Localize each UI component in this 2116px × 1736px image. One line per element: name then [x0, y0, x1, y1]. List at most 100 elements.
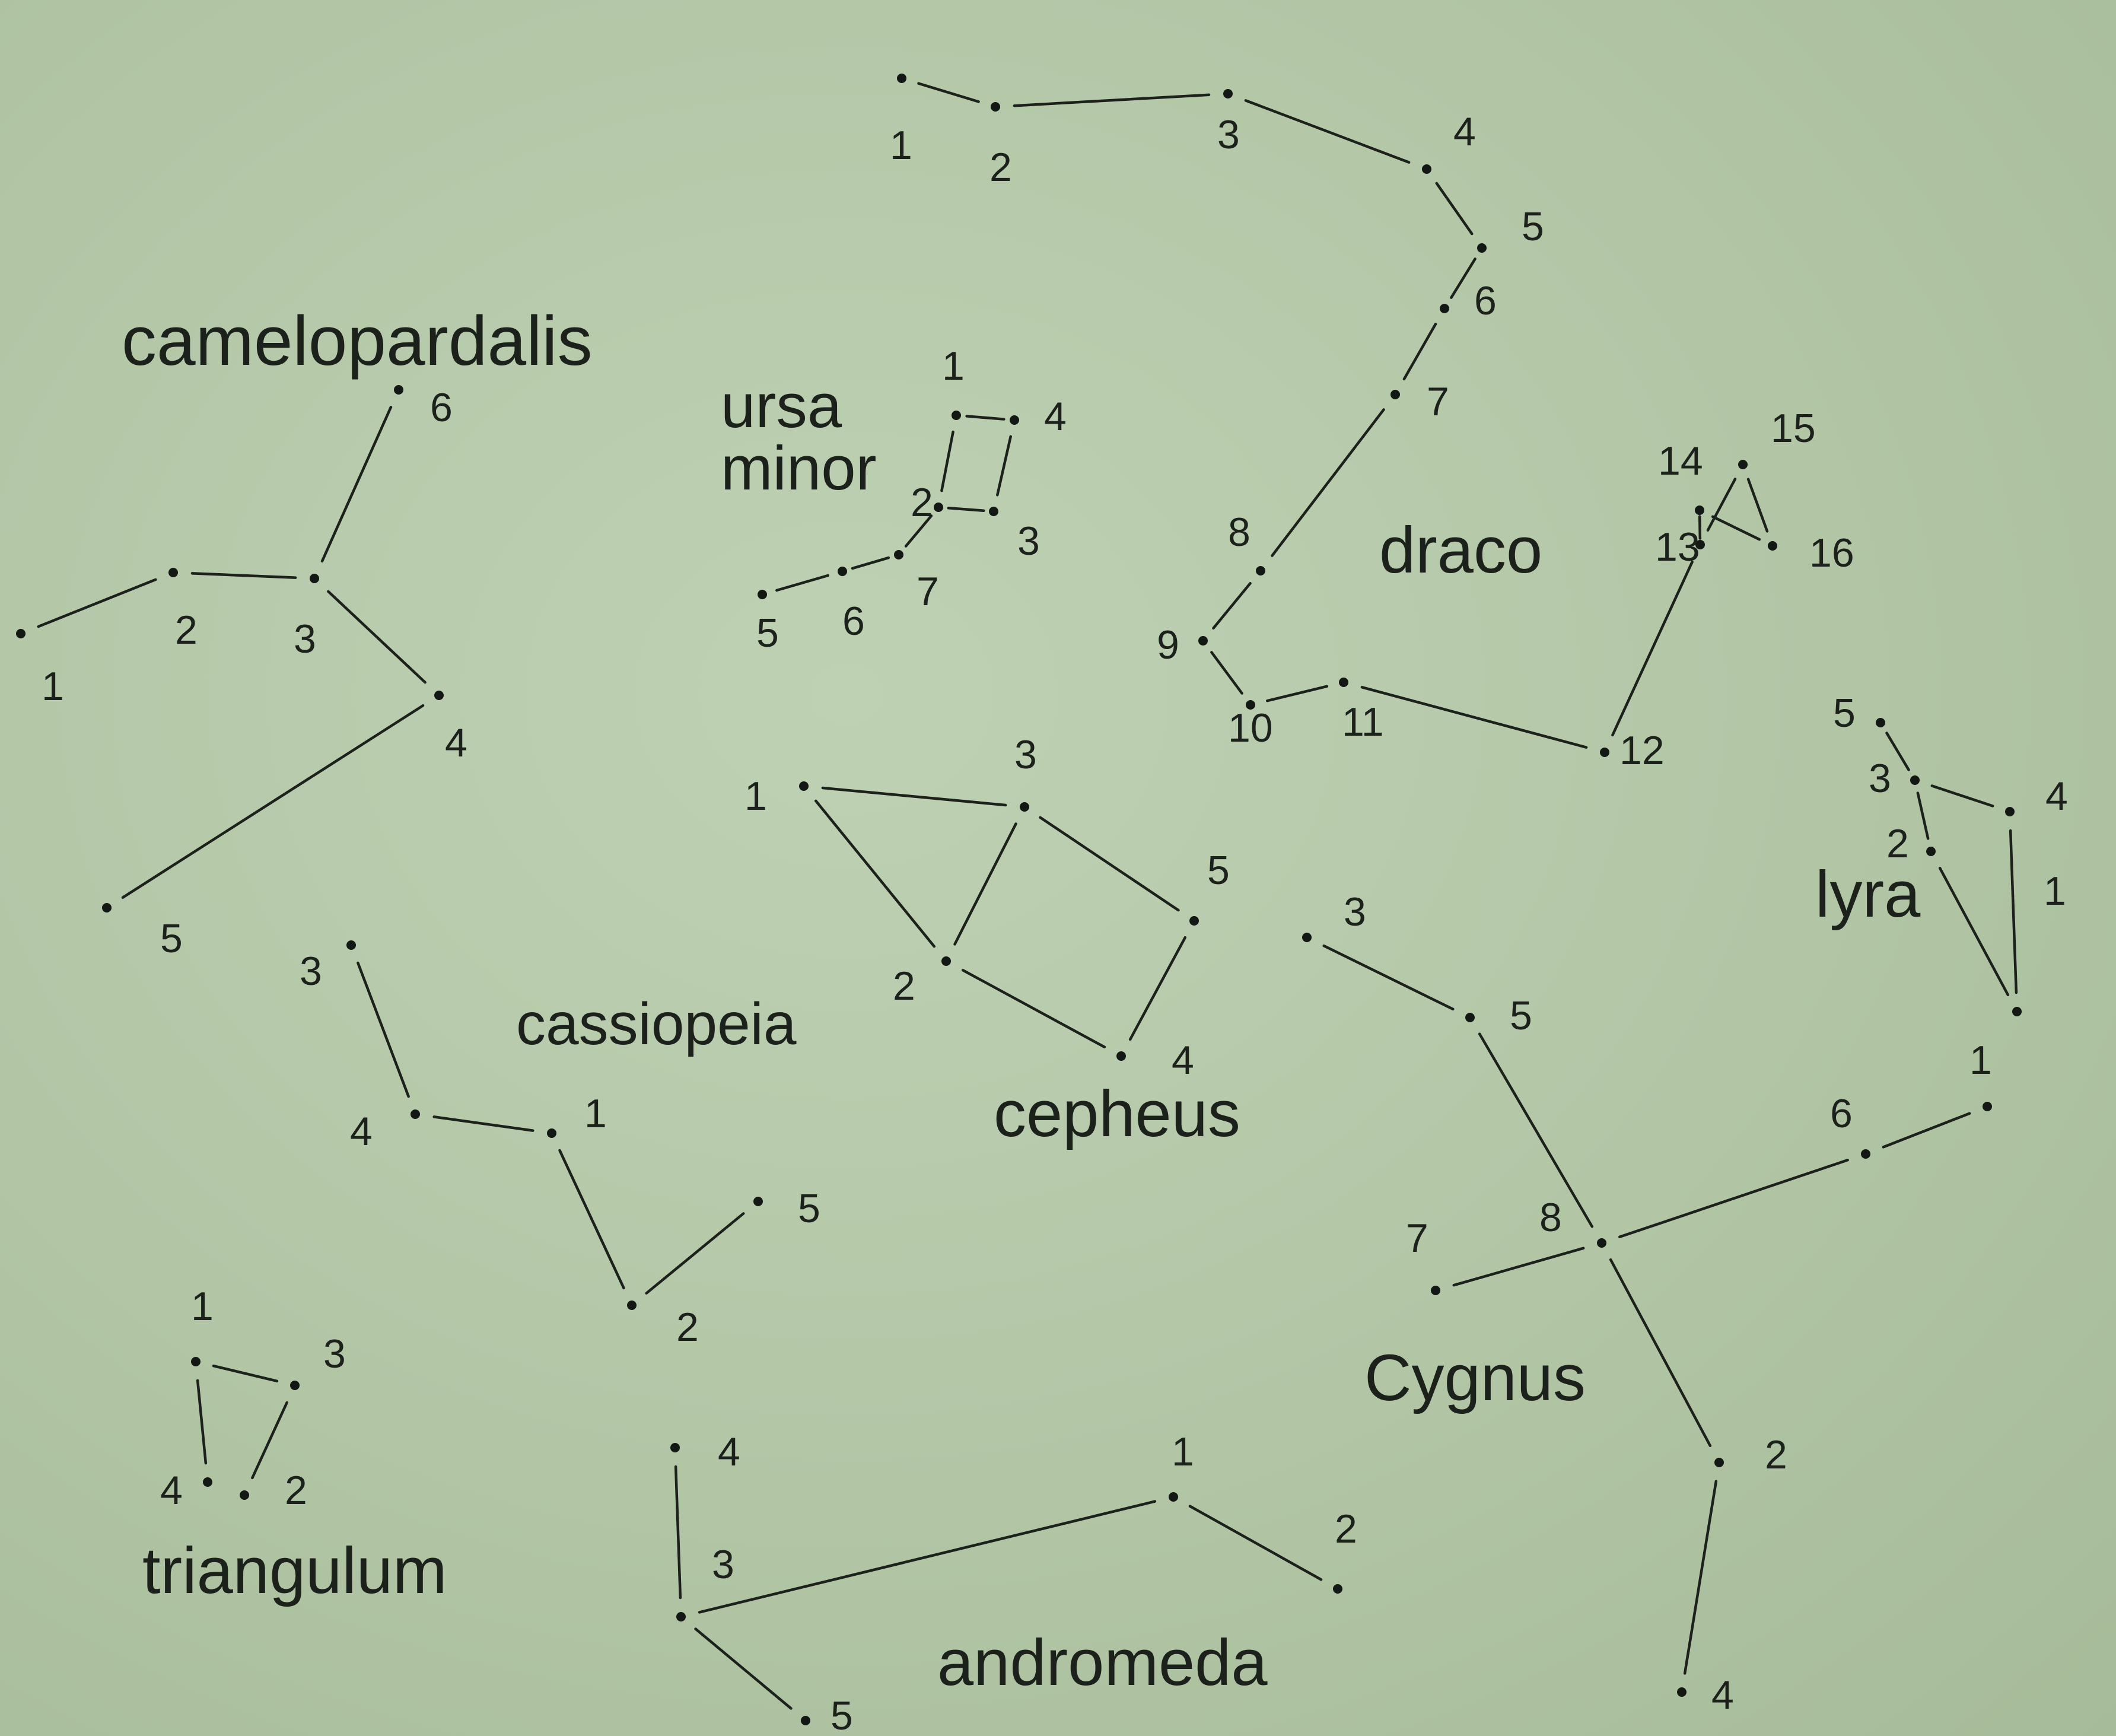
star-dot — [1339, 678, 1348, 687]
constellation-line — [1266, 685, 1328, 702]
star-dot — [1116, 1051, 1126, 1061]
star-label: 5 — [160, 916, 183, 961]
star-dot — [1431, 1286, 1440, 1295]
constellation-line — [1271, 408, 1385, 557]
star-label: 1 — [42, 664, 64, 709]
star-label: 3 — [1344, 889, 1366, 934]
star-dot — [1910, 775, 1920, 785]
constellation-line — [1212, 581, 1252, 630]
constellation-line — [996, 435, 1012, 497]
star-dot — [952, 411, 961, 420]
star-dot — [102, 903, 112, 912]
star-dot — [346, 940, 356, 950]
constellation-line — [775, 574, 829, 592]
star-dot — [1465, 1013, 1475, 1022]
star-dot — [1010, 415, 1019, 425]
star-label: 1 — [1969, 1038, 1992, 1083]
star-dot — [1189, 916, 1199, 926]
star-label: 5 — [1522, 204, 1544, 249]
star-dot — [670, 1443, 680, 1452]
star-dot — [1677, 1687, 1687, 1697]
star-label: 7 — [1406, 1216, 1428, 1261]
constellation-line — [851, 556, 890, 570]
constellation-line — [674, 1465, 682, 1600]
star-dot — [758, 590, 767, 599]
constellation-line — [1938, 866, 2010, 997]
star-label: 2 — [1886, 821, 1909, 866]
star-label: 5 — [831, 1693, 853, 1736]
star-label: 1 — [1172, 1429, 1194, 1474]
star-dot — [1714, 1458, 1724, 1467]
constellation-line — [1611, 560, 1694, 737]
constellation-line — [432, 1115, 534, 1132]
star-label: 3 — [1869, 756, 1891, 801]
star-label: 1 — [744, 774, 767, 819]
star-label: 3 — [300, 949, 322, 994]
star-label: 2 — [911, 480, 933, 525]
constellation-line — [1452, 1247, 1585, 1287]
star-label: 4 — [1453, 109, 1476, 154]
star-label: 1 — [584, 1091, 607, 1136]
constellation-name: cepheus — [994, 1077, 1240, 1150]
star-label: 4 — [350, 1109, 373, 1154]
constellation-line — [1450, 257, 1477, 299]
star-dot — [1333, 1584, 1342, 1594]
constellation-line — [694, 1627, 793, 1710]
star-label: 6 — [1474, 278, 1497, 323]
star-dot — [1983, 1102, 1992, 1111]
star-label: 3 — [1017, 519, 1040, 564]
constellation-line — [965, 415, 1006, 421]
constellation-line — [251, 1401, 288, 1480]
constellation-line — [1402, 322, 1437, 381]
star-dot — [1738, 460, 1748, 469]
constellation-line — [814, 799, 936, 948]
star-label: 3 — [294, 616, 316, 662]
constellation-line — [1882, 1112, 1971, 1149]
star-dot — [1223, 89, 1233, 98]
constellation-line — [1478, 1032, 1594, 1228]
star-label: 6 — [1830, 1091, 1853, 1136]
star-dot — [547, 1128, 556, 1138]
constellation-line — [940, 430, 954, 492]
star-label: 2 — [175, 608, 198, 653]
star-dot — [1390, 390, 1400, 399]
constellation-name: Cygnus — [1364, 1341, 1586, 1414]
star-dot — [801, 1716, 810, 1725]
constellation-name: triangulum — [142, 1534, 447, 1607]
star-label: 1 — [191, 1284, 214, 1329]
star-label: 3 — [1014, 732, 1037, 777]
star-dot — [627, 1301, 637, 1310]
star-label: 5 — [1207, 848, 1230, 893]
star-label: 2 — [1335, 1506, 1357, 1551]
constellation-name: lyra — [1815, 858, 1921, 931]
star-dot — [753, 1197, 763, 1206]
star-dot — [168, 568, 178, 577]
star-dot — [1597, 1238, 1606, 1248]
star-label: 5 — [756, 611, 779, 656]
constellation-line — [196, 1379, 208, 1465]
constellation-line — [558, 1149, 625, 1290]
star-dot — [941, 956, 951, 966]
constellation-line — [645, 1212, 745, 1295]
star-label: 5 — [1510, 993, 1532, 1038]
star-dot — [1477, 243, 1487, 253]
constellation-line — [327, 590, 427, 684]
star-dot — [1422, 164, 1431, 174]
constellation-name: draco — [1379, 514, 1542, 587]
constellation-line — [961, 969, 1106, 1048]
star-label: 4 — [445, 720, 467, 765]
star-dot — [838, 567, 847, 576]
constellation-line — [698, 1500, 1157, 1614]
constellation-line — [1013, 93, 1211, 107]
star-dot — [2005, 807, 2015, 816]
star-dot — [1768, 541, 1777, 551]
